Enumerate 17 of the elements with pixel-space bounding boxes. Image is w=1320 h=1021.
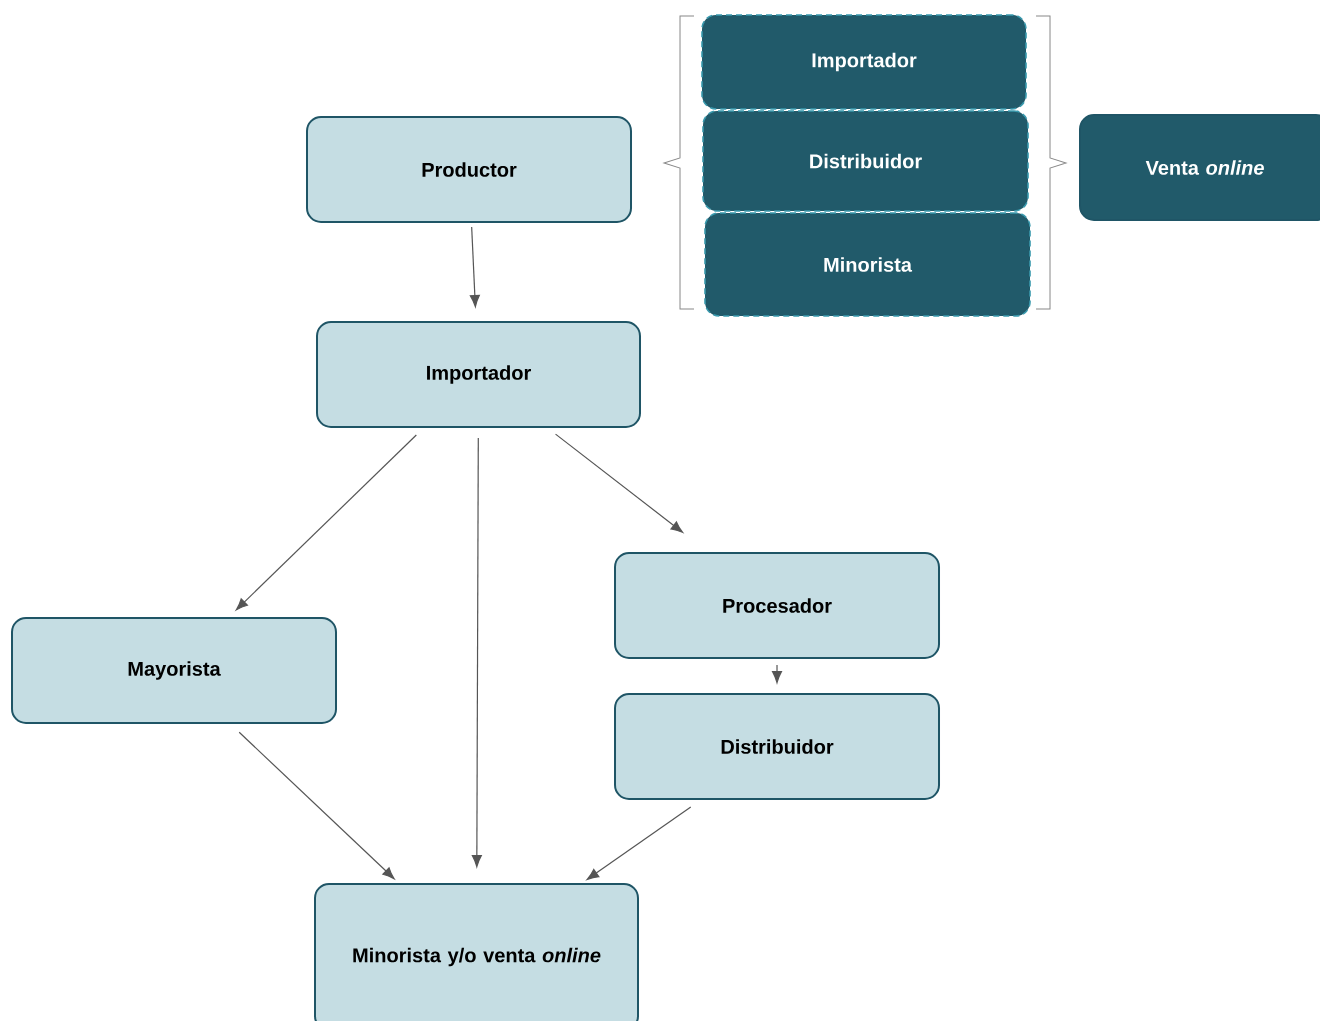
process-box: Importador	[316, 321, 641, 428]
process-box: Importador	[701, 14, 1027, 110]
arrow	[471, 437, 482, 868]
process-box: Mayorista	[11, 617, 337, 724]
arrow	[238, 731, 395, 880]
process-box: Minorista y/o venta online	[314, 883, 639, 1021]
arrow	[235, 434, 417, 611]
process-box: Procesador	[614, 552, 940, 659]
process-box: Distribuidor	[702, 110, 1029, 212]
process-box: Distribuidor	[614, 693, 940, 800]
arrow	[586, 806, 692, 880]
arrow	[469, 226, 480, 308]
process-box: Minorista	[704, 212, 1031, 317]
process-box: Venta online	[1079, 114, 1320, 221]
arrow	[554, 433, 684, 533]
process-box: Productor	[306, 116, 632, 223]
arrow	[772, 664, 783, 684]
